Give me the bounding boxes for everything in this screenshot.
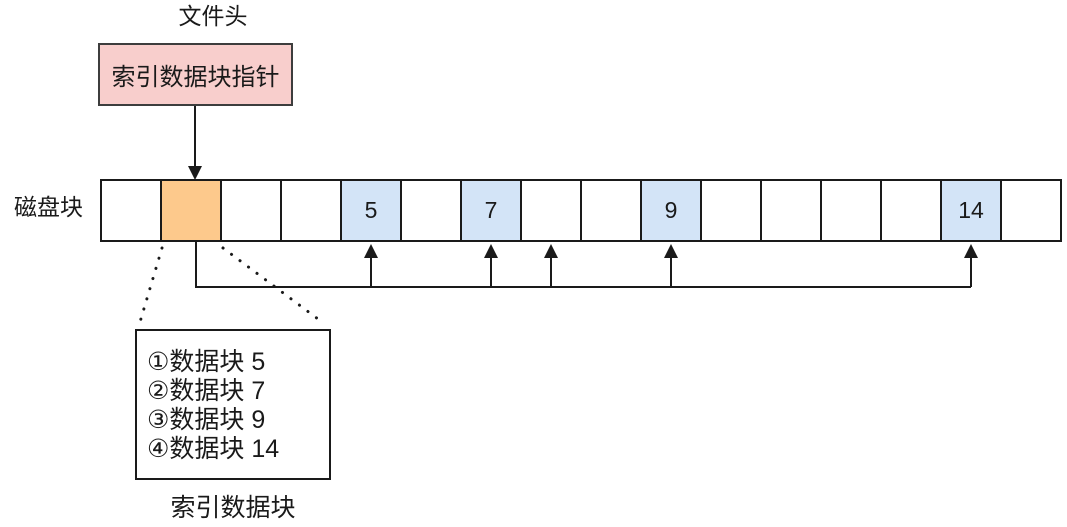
disk-block-0 <box>100 179 162 242</box>
dotted-line-left <box>138 246 164 324</box>
block-arrow-head-4 <box>964 244 978 258</box>
index-entry-1: ①数据块 5 <box>147 348 266 376</box>
dotted-line-right <box>221 246 324 324</box>
disk-block-14-14: 14 <box>940 179 1002 242</box>
index-pointer-box-label: 索引数据块指针 <box>111 64 280 91</box>
disk-block-11 <box>760 179 822 242</box>
disk-block-15 <box>1000 179 1062 242</box>
index-entry-3: ③数据块 9 <box>147 406 266 434</box>
disk-block-12 <box>820 179 882 242</box>
disk-block-3 <box>280 179 342 242</box>
disk-block-4-5: 5 <box>340 179 402 242</box>
block-arrow-head-1 <box>484 244 498 258</box>
file-header-label: 文件头 <box>178 3 248 29</box>
disk-block-7 <box>520 179 582 242</box>
disk-block-13 <box>880 179 942 242</box>
disk-block-5 <box>400 179 462 242</box>
disk-block-number: 9 <box>664 197 678 223</box>
bracket-line <box>195 242 971 288</box>
index-block-caption: 索引数据块 <box>170 494 296 522</box>
block-arrow-head-2 <box>544 244 558 258</box>
index-pointer-box: 索引数据块指针 <box>98 43 293 106</box>
pointer-arrow-head <box>188 166 202 180</box>
index-entry-4: ④数据块 14 <box>147 435 280 463</box>
disk-block-number: 5 <box>364 197 378 223</box>
disk-row-label: 磁盘块 <box>14 194 83 220</box>
disk-block-2 <box>220 179 282 242</box>
disk-block-number: 7 <box>484 197 498 223</box>
index-entry-2: ②数据块 7 <box>147 377 266 405</box>
block-arrow-head-3 <box>664 244 678 258</box>
disk-block-number: 14 <box>958 197 984 223</box>
disk-block-6-7: 7 <box>460 179 522 242</box>
disk-block-1 <box>160 179 222 242</box>
disk-block-8 <box>580 179 642 242</box>
disk-block-9-9: 9 <box>640 179 702 242</box>
disk-block-10 <box>700 179 762 242</box>
block-arrow-head-0 <box>364 244 378 258</box>
